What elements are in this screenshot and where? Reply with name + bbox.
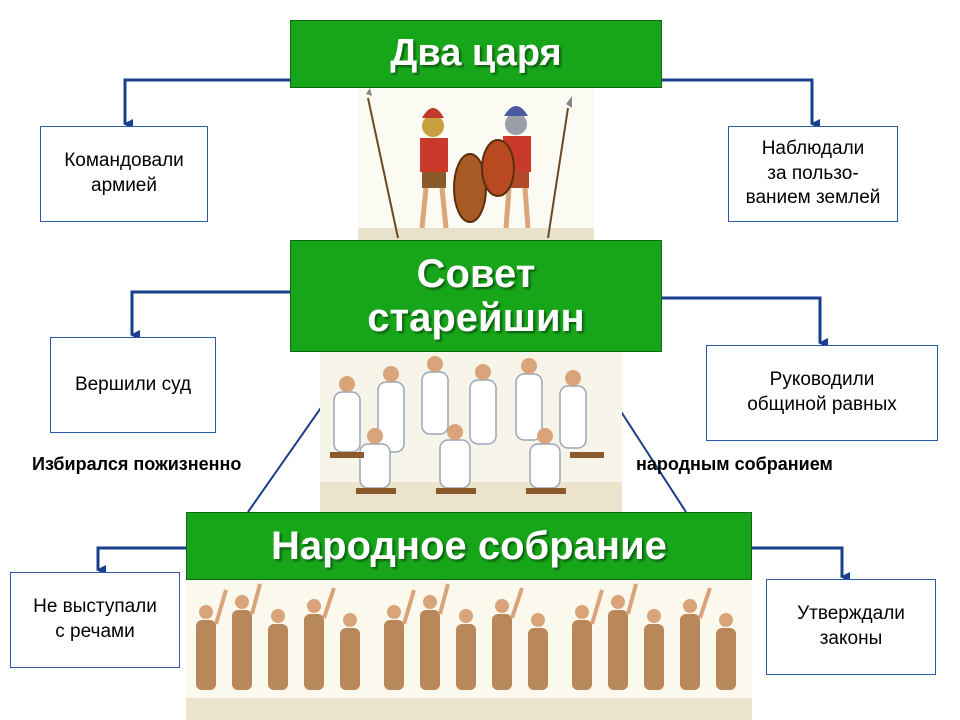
election-caption-left: Избирался пожизненно: [32, 454, 242, 474]
assembly-title-text: Народное собрание: [271, 524, 667, 568]
kings-left-note: Командовали армией: [40, 126, 208, 222]
kings-illustration: [358, 88, 594, 240]
kings-title: Два царя: [290, 20, 662, 88]
council-left-note: Вершили суд: [50, 337, 216, 433]
connector-council-right: [662, 296, 828, 348]
council-title-text: Совет старейшин: [367, 252, 585, 340]
assembly-left-note: Не выступали с речами: [10, 572, 180, 668]
connector-kings-left: [123, 78, 290, 129]
council-illustration: [320, 352, 622, 512]
connector-assembly-left: [96, 546, 186, 575]
kings-title-text: Два царя: [390, 32, 562, 75]
assembly-illustration: [186, 580, 752, 720]
connector-council-left: [130, 290, 290, 340]
council-right-note: Руководили общиной равных: [706, 345, 938, 441]
assembly-right-note: Утверждали законы: [766, 579, 936, 675]
council-title: Совет старейшин: [290, 240, 662, 352]
connector-assembly-right: [752, 546, 850, 582]
assembly-title: Народное собрание: [186, 512, 752, 580]
connector-kings-right: [662, 78, 820, 129]
election-caption-right: народным собранием: [636, 454, 833, 474]
kings-right-note: Наблюдали за пользо- ванием землей: [728, 126, 898, 222]
